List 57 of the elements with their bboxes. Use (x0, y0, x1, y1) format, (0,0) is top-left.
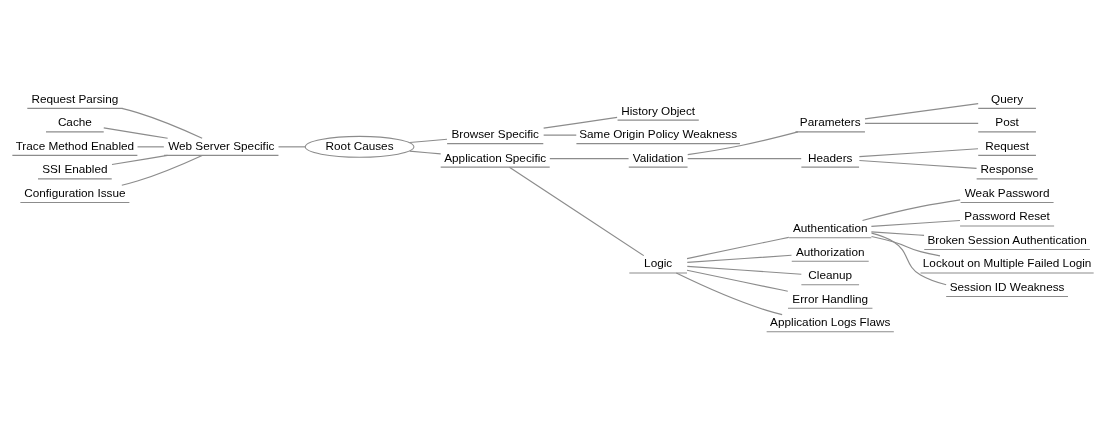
connector (409, 150, 442, 154)
connector (870, 230, 925, 236)
connector (121, 107, 203, 139)
node-text: Parameters (799, 114, 861, 128)
node-text: Password Reset (964, 208, 1050, 222)
connector (409, 138, 448, 143)
node-text: Cleanup (808, 267, 853, 281)
node-text: Post (995, 114, 1019, 128)
connector (121, 154, 203, 186)
node-text: Validation (632, 150, 684, 164)
node-text: Authorization (795, 244, 865, 258)
node-text: Request Parsing (31, 91, 119, 105)
node-text: Query (991, 91, 1024, 105)
node-text: Broken Session Authentication (927, 232, 1087, 246)
node-text: Same Origin Policy Weakness (579, 126, 738, 140)
connector (103, 126, 169, 139)
connector (864, 122, 979, 124)
connector (870, 235, 941, 256)
node-text: Application Logs Flaws (770, 314, 891, 328)
node-text: Lockout on Multiple Failed Login (922, 255, 1092, 269)
node-text: Application Specific (444, 150, 547, 164)
connector (543, 134, 577, 136)
connector (549, 157, 630, 159)
connector (686, 265, 802, 275)
connector (687, 157, 802, 159)
connector (870, 219, 961, 227)
connector (861, 198, 961, 221)
node-text: Configuration Issue (24, 185, 126, 199)
connector (508, 166, 645, 256)
connector (864, 102, 979, 119)
connector (111, 154, 169, 165)
connector (858, 159, 978, 169)
node-text: Weak Password (964, 185, 1050, 199)
node-ellipse: Root Causes (304, 135, 415, 158)
connector (858, 147, 979, 157)
connector (136, 145, 165, 147)
connector (686, 236, 790, 259)
node-text: Browser Specific (451, 126, 539, 140)
node-text: Error Handling (792, 291, 869, 305)
node-text: Request (985, 138, 1029, 152)
node-text: Web Server Specific (168, 138, 275, 152)
node-text: Session ID Weakness (949, 279, 1065, 293)
node-text: Headers (808, 150, 853, 164)
connector (675, 271, 783, 315)
node-text: Trace Method Enabled (15, 138, 135, 152)
node-text: Logic (644, 255, 673, 269)
connector (687, 130, 799, 155)
node-text: Authentication (792, 220, 868, 234)
connector (686, 254, 793, 263)
connector (543, 116, 618, 129)
node-text: Response (980, 161, 1034, 175)
connector (277, 145, 306, 147)
connector (686, 269, 789, 292)
node-text: Cache (57, 114, 92, 128)
connector (870, 232, 947, 285)
node-text: History Object (621, 103, 696, 117)
node-text: SSI Enabled (42, 161, 108, 175)
